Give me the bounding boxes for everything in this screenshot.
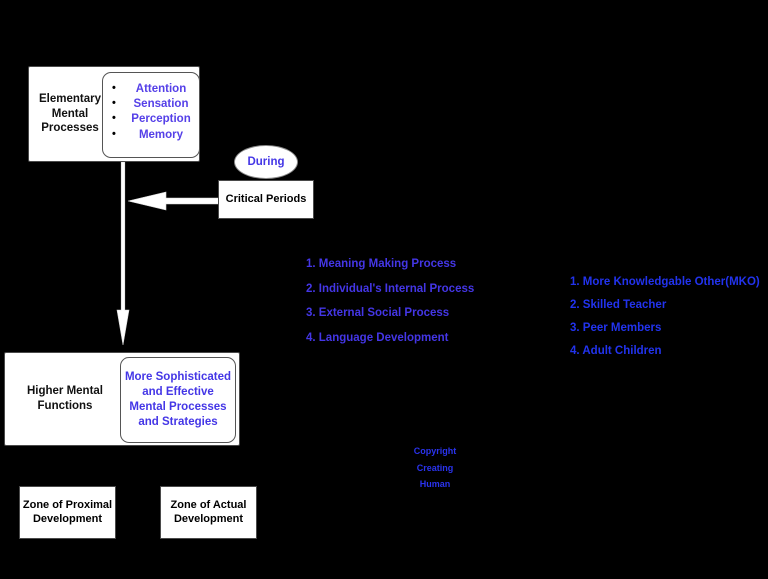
- list-item: 3. External Social Process: [306, 307, 450, 319]
- critical-periods-box: Critical Periods: [218, 180, 314, 219]
- list-item: 4. Adult Children: [570, 345, 662, 357]
- list-item: Sensation: [112, 96, 199, 112]
- list-item: 3. Peer Members: [570, 322, 662, 334]
- list-item: 2. Individual's Internal Process: [306, 282, 475, 295]
- during-ellipse: During: [234, 145, 298, 179]
- agents-list: 1. More Knowledgable Other(MKO) 2. Skill…: [570, 276, 760, 368]
- list-item: 2. Skilled Teacher: [570, 299, 667, 311]
- list-item: Perception: [112, 111, 199, 127]
- list-item: Attention: [112, 81, 199, 97]
- list-item: 1. More Knowledgable Other(MKO): [570, 276, 760, 288]
- elementary-processes-list: Attention Sensation Perception Memory: [103, 73, 199, 143]
- list-item: 1. Meaning Making Process: [306, 258, 457, 270]
- elementary-processes-inner-box: Attention Sensation Perception Memory: [102, 72, 200, 158]
- process-list: 1. Meaning Making Process 2. Individual'…: [306, 258, 474, 356]
- list-item: Memory: [112, 127, 199, 143]
- downward-arrow-icon: [116, 162, 130, 345]
- list-item: 4. Language Development: [306, 331, 449, 344]
- leftward-arrow-icon: [128, 191, 222, 211]
- during-label: During: [247, 156, 285, 168]
